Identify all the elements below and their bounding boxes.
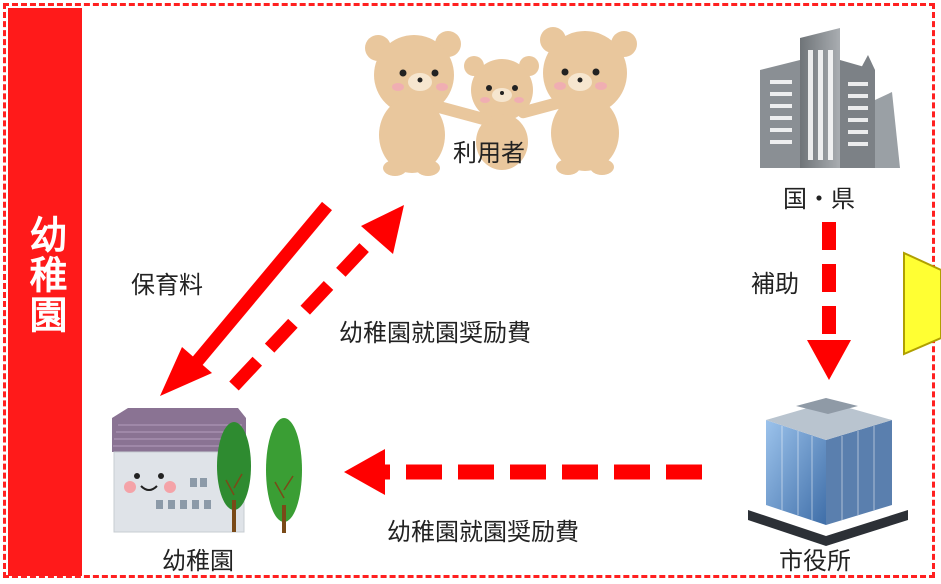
country-prefecture-label: 国・県 [783,185,855,213]
fee-arrow [160,201,332,396]
subsidy-label-lower: 幼稚園就園奨励費 [387,518,579,546]
city-hall-illustration [748,398,908,546]
aid-label: 補助 [751,270,799,298]
subsidy-label-upper: 幼稚園就園奨励費 [339,319,531,347]
sidebar-title: 幼稚園 [23,215,67,335]
kindergarten-illustration [112,408,302,533]
fee-label: 保育料 [131,271,203,299]
kindergarten-label: 幼稚園 [162,547,234,575]
aid-arrow [807,222,851,380]
users-label: 利用者 [453,139,525,167]
bears-family-illustration [365,27,637,176]
yellow-callout-arrow [903,251,941,356]
subsidy-arrow-lower [344,449,702,495]
office-buildings-illustration [760,28,900,168]
subsidy-arrow-upper [229,205,404,391]
sidebar-band [8,8,82,576]
city-hall-label: 市役所 [779,547,851,575]
